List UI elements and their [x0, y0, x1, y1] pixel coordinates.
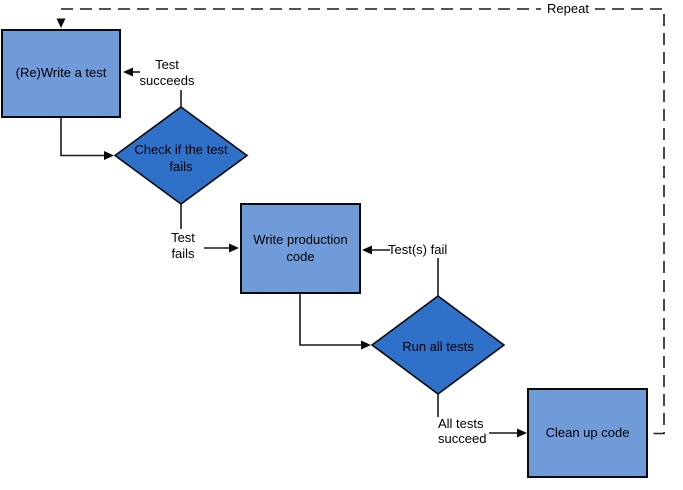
edge-write-to-run: [299, 294, 361, 346]
repeat-arrowhead-icon: [56, 18, 66, 28]
decision-check-test-fails: [113, 106, 249, 205]
process-clean-up-code: Clean up code: [527, 388, 648, 478]
edge-label-test-succeeds: Test succeeds: [139, 57, 195, 89]
edge-write-to-run-arrowhead-icon: [361, 340, 371, 350]
process-rewrite-test: (Re)Write a test: [1, 29, 121, 118]
decision-run-all-tests: [370, 295, 506, 395]
edge-label-tests-fail: Test(s) fail: [388, 242, 448, 257]
decision-check-test-fails-label: Check if the test fails: [134, 142, 228, 174]
process-write-production-code-label: Write production code: [253, 232, 348, 264]
process-write-production-code: Write production code: [240, 203, 361, 294]
process-clean-up-code-label: Clean up code: [545, 424, 630, 440]
edge-succeeds-arrowhead-icon: [123, 67, 133, 77]
edge-label-all-tests-succeed: All tests succeed: [438, 416, 487, 446]
repeat-loop-dashed-line: [61, 8, 665, 435]
edge-rewrite-to-check-arrowhead-icon: [104, 151, 114, 160]
edge-label-repeat: Repeat: [541, 2, 595, 16]
edge-rewrite-to-check: [60, 118, 104, 157]
edge-succeed-arrowhead-icon: [517, 428, 527, 438]
process-rewrite-test-label: (Re)Write a test: [15, 65, 107, 81]
edge-testsfail-arrowhead-icon: [362, 245, 372, 255]
decision-run-all-tests-label: Run all tests: [402, 339, 474, 354]
edge-label-test-fails: Test fails: [171, 230, 195, 262]
edge-fails-arrowhead-icon: [229, 243, 239, 253]
